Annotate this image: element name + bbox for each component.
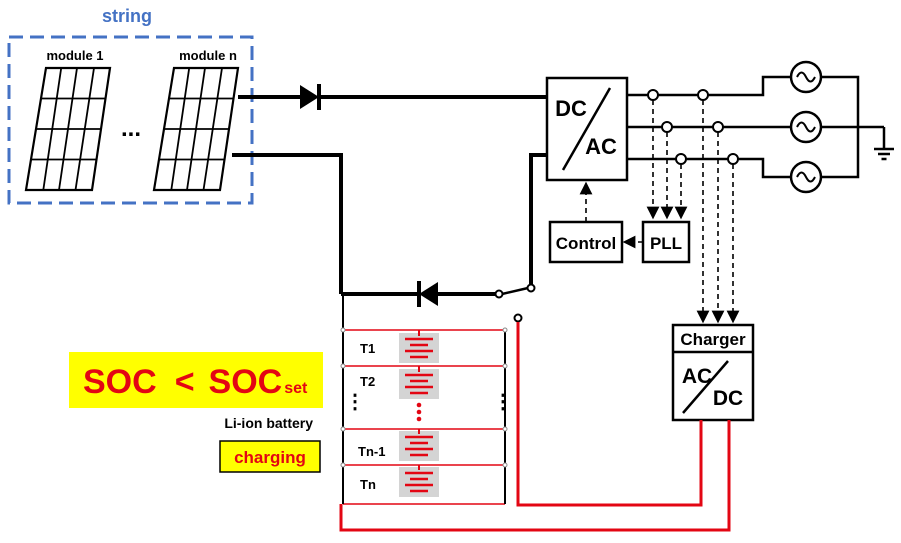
charging-path <box>339 322 731 532</box>
diode-icon <box>417 281 438 307</box>
ac-source-icon <box>789 160 823 194</box>
dc-ac-inverter: DC AC <box>545 76 629 182</box>
soc-right: SOC <box>209 363 283 401</box>
battery-cell-icon <box>399 330 439 363</box>
charger-block: Charger AC DC <box>671 323 755 422</box>
ground-icon <box>874 127 894 161</box>
string-frame <box>7 35 254 205</box>
battery-right-ellipsis: ⋮ <box>493 391 513 413</box>
inverter-ac-label: AC <box>585 134 617 159</box>
soc-left: SOC <box>83 363 157 401</box>
pv-string: string module 1 module n ... <box>7 6 254 205</box>
string-title: string <box>102 6 152 26</box>
battery-row-label: Tn <box>360 477 376 492</box>
inverter-dc-label: DC <box>555 96 587 121</box>
module-last-label: module n <box>179 48 237 63</box>
battery-pack: T1 T2 Tn-1 Tn ⋮ ⋮ <box>340 294 513 505</box>
switch-icon <box>494 283 536 323</box>
pll-block: PLL <box>641 220 691 264</box>
dc-wiring <box>232 84 547 323</box>
module-first-label: module 1 <box>46 48 103 63</box>
soc-subscript: set <box>284 380 308 397</box>
battery-row-label: Tn-1 <box>358 444 385 459</box>
soc-operator: < <box>175 363 195 401</box>
charger-title: Charger <box>680 330 746 349</box>
ac-grid <box>627 60 894 324</box>
solar-panel-icon <box>152 66 240 192</box>
charging-status-badge: charging <box>219 440 321 473</box>
battery-row-label: T2 <box>360 374 375 389</box>
battery-cell-icon <box>399 366 439 399</box>
battery-left-ellipsis: ⋮ <box>345 391 365 413</box>
ac-source-icon <box>789 60 823 94</box>
module-ellipsis: ... <box>121 115 141 142</box>
pll-label: PLL <box>650 234 682 253</box>
battery-cell-dots <box>416 402 422 422</box>
battery-cell-icon <box>399 465 439 497</box>
control-label: Control <box>556 234 616 253</box>
battery-label: Li-ion battery <box>224 415 313 431</box>
charger-dc-label: DC <box>713 387 743 410</box>
battery-row-label: T1 <box>360 341 375 356</box>
solar-panel-icon <box>24 66 112 192</box>
charger-ac-label: AC <box>682 365 712 388</box>
battery-cell-icon <box>399 429 439 461</box>
ac-source-icon <box>789 110 823 144</box>
diode-icon <box>300 84 321 110</box>
control-block: Control <box>548 220 624 264</box>
charging-status-text: charging <box>234 448 306 467</box>
